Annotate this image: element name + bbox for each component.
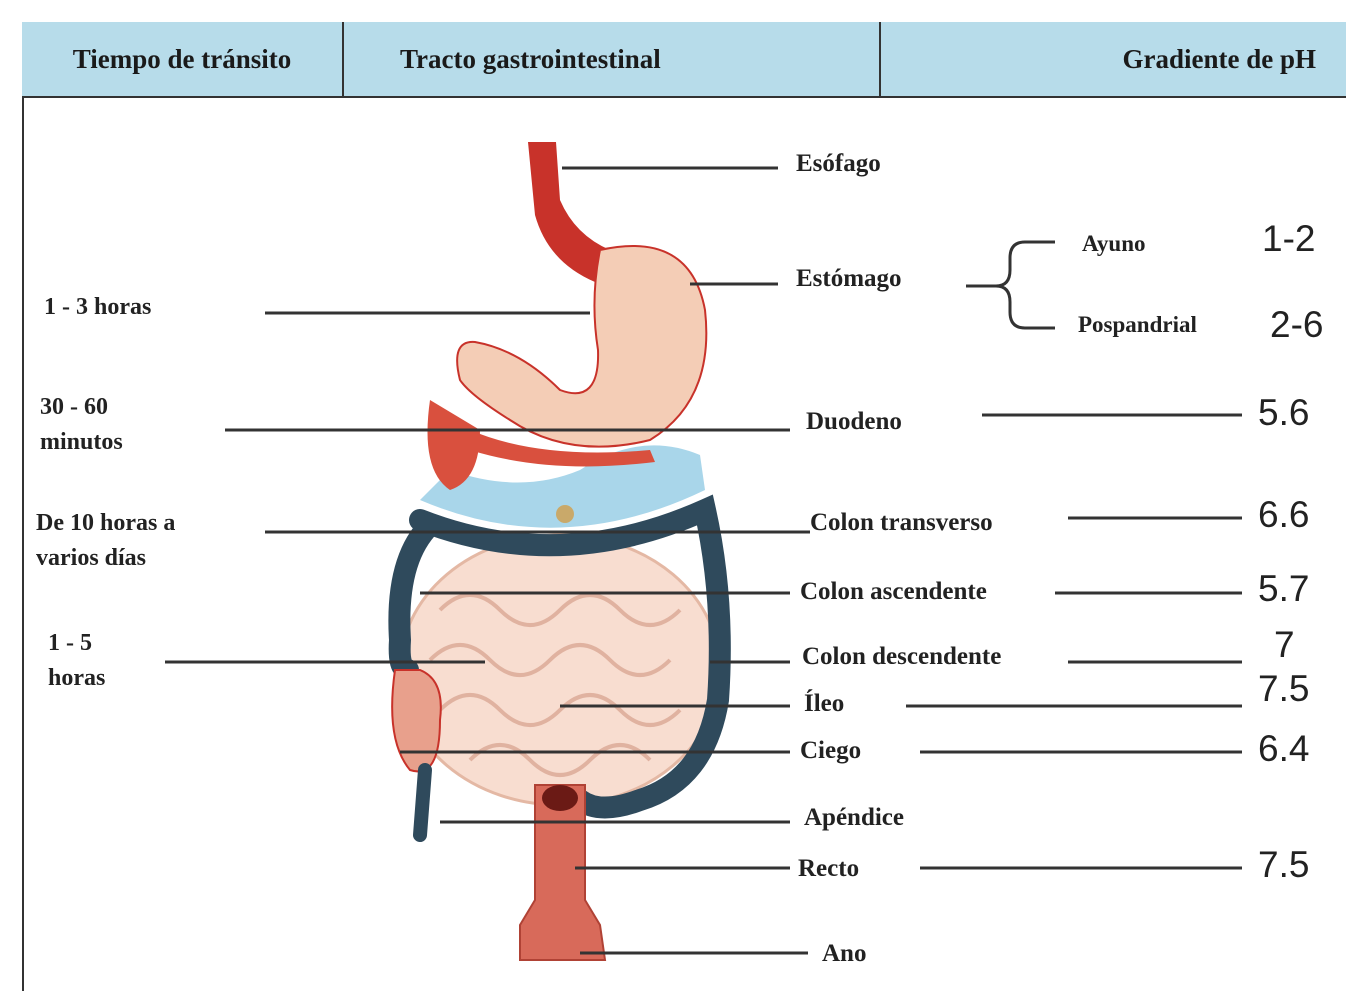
ph-value-pospandrial: 2-6 [1270,304,1323,346]
small-intestine-shape [400,535,720,805]
organ-label-duodeno: Duodeno [806,408,902,436]
ph-value-ciego: 6.4 [1258,728,1309,770]
stomach-shape [457,246,706,447]
organ-label-ciego: Ciego [800,737,861,765]
stomach-state-ayuno: Ayuno [1082,231,1146,257]
stomach-brace [996,242,1055,328]
ph-value-recto: 7.5 [1258,844,1309,886]
organ-label-colon-transverso: Colon transverso [810,509,993,537]
organ-label-esofago: Esófago [796,150,881,178]
organ-label-colon-ascendente: Colon ascendente [800,578,987,606]
organ-label-ileo: Íleo [804,690,844,718]
rectum-opening [542,785,578,811]
caecum-shape [392,670,441,771]
organ-label-estomago: Estómago [796,265,902,293]
transit-label-1: 1 - 3 horas [44,290,151,325]
ph-value-colon-ascendente: 5.7 [1258,568,1309,610]
ph-value-ayuno: 1-2 [1262,218,1315,260]
ph-value-colon-descendente: 7 [1274,624,1295,666]
organ-label-recto: Recto [798,855,859,883]
ph-value-colon-transverso: 6.6 [1258,494,1309,536]
stomach-state-pospandrial: Pospandrial [1078,312,1197,338]
ph-value-ileo: 7.5 [1258,668,1309,710]
organ-label-ano: Ano [822,940,866,968]
ph-value-duodeno: 5.6 [1258,392,1309,434]
appendix-shape [420,770,425,835]
organ-label-apendice: Apéndice [804,804,904,832]
organ-label-colon-descendente: Colon descendente [802,643,1001,671]
pancreas-dot [556,505,574,523]
